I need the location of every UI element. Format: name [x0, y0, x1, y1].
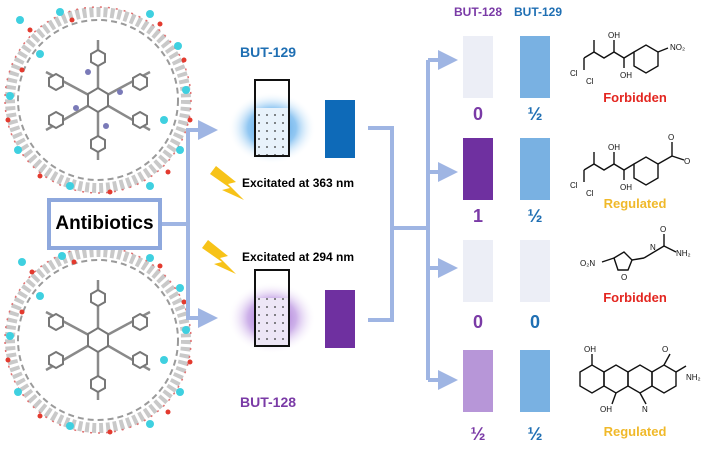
lightning-icon [202, 166, 244, 274]
input-arrows [162, 120, 218, 328]
molecule-label: O₂N [580, 259, 595, 268]
molecule-label: OH [620, 183, 632, 192]
cuvette-but-128 [228, 269, 316, 354]
status-row-2: Regulated [603, 196, 667, 211]
cuvette-but-129 [228, 79, 316, 164]
molecule-label: NO₂ [670, 43, 685, 52]
molecule-label: NH₂ [676, 249, 691, 258]
molecule-label: Cl [586, 77, 594, 86]
molecule-label: O [621, 273, 627, 282]
output-arrows [368, 50, 458, 390]
column-header-but-128: BUT-128 [454, 5, 503, 19]
molecule-label: Cl [570, 181, 578, 190]
value-but-128-row-2: 1 [472, 206, 483, 226]
but-128-label: BUT-128 [240, 394, 297, 410]
bar-but-129-row-1 [520, 36, 550, 98]
molecule-chloramphenicol [583, 40, 669, 74]
molecule-label: Cl [586, 189, 594, 198]
bar-but-128-row-2 [463, 138, 493, 200]
emission-swatch-but-129 [325, 100, 355, 158]
molecule-label: O [668, 133, 674, 142]
excitation-label-top: Excitated at 363 nm [242, 176, 355, 190]
value-but-128-row-3: 0 [472, 312, 483, 332]
column-header-but-129: BUT-129 [514, 5, 563, 19]
antibiotics-input-box: Antibiotics [47, 198, 162, 250]
molecule-tetracycline [579, 353, 687, 405]
molecule-label: OH [584, 345, 596, 354]
bar-but-129-row-3 [520, 240, 550, 302]
molecule-label: Cl [570, 69, 578, 78]
value-but-129-row-1: ½ [527, 104, 543, 124]
status-row-1: Forbidden [603, 90, 667, 105]
value-but-128-row-1: 0 [472, 104, 483, 124]
molecule-label: OH [600, 405, 612, 414]
molecule-label: N [642, 405, 648, 414]
molecule-label: O [660, 225, 666, 234]
molecule-label: OH [608, 143, 620, 152]
molecule-label: OH [620, 71, 632, 80]
status-row-3: Forbidden [603, 290, 667, 305]
value-but-128-row-4: ½ [470, 424, 486, 444]
molecule-label: OH [608, 31, 620, 40]
bar-but-129-row-2 [520, 138, 550, 200]
but-129-label: BUT-129 [240, 44, 297, 60]
value-but-129-row-3: 0 [529, 312, 540, 332]
molecule-label: O [684, 157, 690, 166]
value-but-129-row-2: ½ [527, 206, 543, 226]
bar-but-128-row-1 [463, 36, 493, 98]
value-but-129-row-4: ½ [527, 424, 543, 444]
molecule-label: O [662, 345, 668, 354]
bar-but-128-row-4 [463, 350, 493, 412]
emission-swatch-but-128 [325, 290, 355, 348]
but-128-structure [4, 246, 193, 435]
bar-but-129-row-4 [520, 350, 550, 412]
excitation-label-bottom: Excitated at 294 nm [242, 250, 355, 264]
bar-but-128-row-3 [463, 240, 493, 302]
but-129-structure [4, 6, 193, 195]
status-row-4: Regulated [603, 424, 667, 439]
molecule-nitrofurazone [601, 234, 677, 271]
molecule-label: N [650, 243, 656, 252]
molecule-label: NH₂ [686, 373, 701, 382]
molecule-thiamphenicol [583, 142, 685, 186]
